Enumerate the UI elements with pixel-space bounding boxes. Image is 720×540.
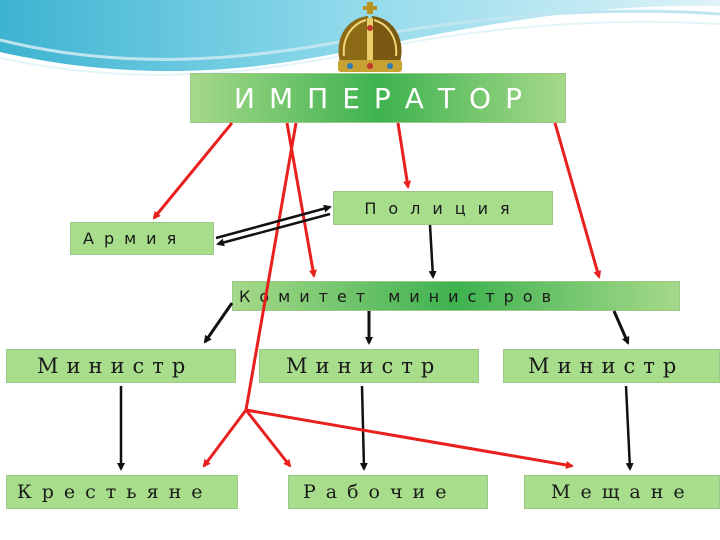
arrow-police-to-committee xyxy=(428,224,437,279)
imperial-crown-icon xyxy=(338,2,402,72)
arrow-junction-to-workers xyxy=(244,409,292,468)
army-label: Армия xyxy=(83,229,187,248)
army-box: Армия xyxy=(70,222,214,255)
arrow-minister-center-to-workers xyxy=(359,385,368,471)
arrow-junction-to-peasants xyxy=(202,409,248,468)
emperor-label: ИМПЕРАТОР xyxy=(234,81,536,115)
arrow-army-to-police xyxy=(215,204,332,240)
police-label: Полиция xyxy=(364,198,522,218)
minister-label: Министр xyxy=(286,354,443,378)
arrow-police-to-army xyxy=(216,212,331,247)
minister-box-right: Министр xyxy=(503,349,720,383)
arrow-emperor-to-committee xyxy=(285,122,317,278)
arrow-committee-to-minister-right xyxy=(612,310,630,345)
minister-label: Министр xyxy=(37,354,194,378)
peasants-label: Крестьяне xyxy=(17,481,213,503)
committee-of-ministers-box: Комитет министров xyxy=(232,281,680,311)
police-box: Полиция xyxy=(333,191,553,225)
arrow-junction-to-burghers xyxy=(245,408,574,469)
burghers-label: Мещане xyxy=(551,481,695,503)
arrow-minister-right-to-burghers xyxy=(624,385,634,471)
peasants-box: Крестьяне xyxy=(6,475,238,509)
arrow-emperor-to-army xyxy=(152,122,234,220)
arrow-emperor-to-police xyxy=(396,122,412,189)
minister-label: Министр xyxy=(528,354,685,378)
minister-box-left: Министр xyxy=(6,349,236,383)
workers-box: Рабочие xyxy=(288,475,488,509)
arrow-committee-to-minister-left xyxy=(203,302,234,344)
emperor-box: ИМПЕРАТОР xyxy=(190,73,566,123)
arrow-emperor-to-right-minister xyxy=(553,122,602,279)
minister-box-center: Министр xyxy=(259,349,479,383)
burghers-box: Мещане xyxy=(524,475,720,509)
workers-label: Рабочие xyxy=(303,481,457,503)
committee-label: Комитет министров xyxy=(239,286,561,306)
